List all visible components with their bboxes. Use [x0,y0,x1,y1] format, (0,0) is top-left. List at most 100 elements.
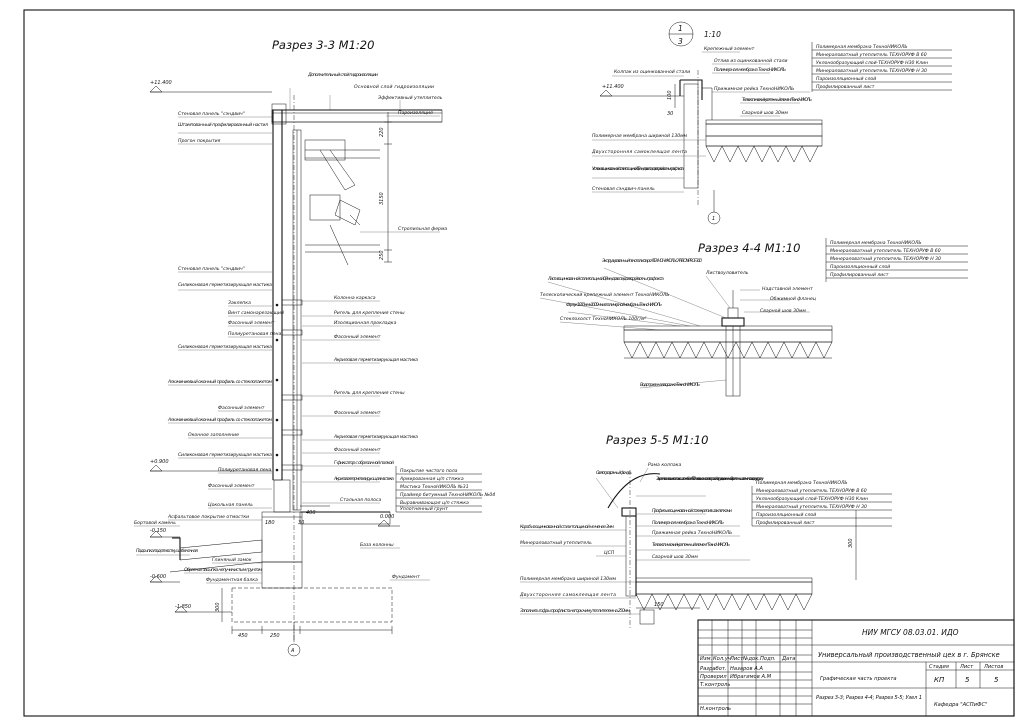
section-4-4: Разрез 4-4 М1:10 Экструзированный пенопо… [539,238,968,397]
floor-layer: Выравнивающая ц/п стяжка [400,500,469,506]
s55-layer: Уклонообразующий слой-ТЕХНОРУФ Н30 Клин [756,496,868,502]
tb-name: Ибрагимов А.М [730,674,772,680]
node1-layer: Профилированный лист [816,84,875,90]
s55-layer: Профилированный лист [756,520,815,526]
s44-callout: Экструзированный пенополистирол ТЕХНОНИК… [601,258,702,264]
tb-col-header: Подп. [760,656,776,662]
dim-30: 30 [298,520,304,526]
level-marks: +11.400 +0.900 0.000 -0.150 -0.600 -1.85… [149,80,400,613]
callout-3-3-right: Фасонный элемент [334,410,381,416]
callout-3-3-left: Силиконовая герметизирующая мастика [178,452,272,458]
parapet-wall [683,83,699,189]
floor-layer: Праймер битумный ТехноНИКОЛЬ №04 [400,492,495,498]
node1-callout: Полимерная мембрана шириной 130мм [592,133,688,139]
floor-layer: Уплотненный грунт [400,506,448,512]
callout-3-3-left: Подсыпка под отмостку щебеночная [136,548,198,554]
callout-3-3-left: Глиняный замок [212,557,252,563]
s44-layer: Минераловатный утеплитель ТЕХНОРУФ В 60 [830,248,941,254]
callout-3-3-left: Силиконовая герметизирующая мастика [178,282,272,288]
tb-col-header: Лист [729,656,744,662]
callout-3-3-right: Колонна каркаса [334,295,376,301]
s55-callout: Короб из оцинкованной стали толщиной не … [520,524,615,530]
s55-layer: Минераловатный утеплитель ТЕХНОРУФ В 60 [756,488,867,494]
s55-layer-table: Полимерная мембрана ТехноНИКОЛЬ Минерало… [751,480,892,527]
callout-3-3-right: База колонны [360,542,394,548]
wall-sandwich-panel [272,109,283,481]
s44-callout: Телескопический крепежный элемент ТехноН… [540,292,670,298]
axis-a-label: А [290,648,295,654]
tb-col-header: №док. [742,656,760,662]
dim-250-bottom: 250 [270,633,280,639]
level-0900: +0.900 [150,459,169,465]
node-1-detail: 1 3 1:10 1 +11.400 30 100 [591,21,952,225]
s44-callout: Обжимной фланец [770,296,816,302]
tb-role: Проверил [700,674,727,680]
callout-3-3-right: Ригель для крепления стены [334,310,405,316]
node1-layer: Минераловатный утеплитель ТЕХНОРУФ Н 30 [816,68,927,74]
callout-3-3-left: Стеновая панель "сэндвич" [178,111,245,117]
skylight-dome [607,473,661,509]
callout-3-3-right: Стальная полоса [340,497,381,503]
s55-callout: ЦСП [604,550,615,556]
callout-3-3-left: Фасонный элемент [228,320,275,326]
node1-callout: Прижимная рейка ТехноНИКОЛЬ [714,86,794,92]
s55-dim-150: 150 [654,602,664,608]
s55-callout: Полимерная мембрана ТехноНИКОЛЬ [652,520,724,526]
callout-3-3-right: Изоляционная прокладка [334,320,397,326]
node1-layer-table: Полимерная мембрана ТехноНИКОЛЬ Минерало… [811,42,952,92]
sheet-frame [23,9,1015,717]
s44-layer: Минераловатный утеплитель ТЕХНОРУФ Н 30 [830,256,941,262]
callout-3-3-left: Винт самонарезающий [228,310,284,316]
callout-3-3-right: Пароизоляция [398,110,433,116]
node1-layer: Полимерная мембрана ТехноНИКОЛЬ [816,44,908,50]
node-level: +11.400 [602,84,624,90]
tb-role: Т.контроль [700,682,730,688]
tb-org: Кафедра "АСПиФС" [934,702,988,708]
node1-callout: Колпак из оцинкованной стали [614,69,690,75]
callout-3-3-right: Ригель для крепления стены [334,390,405,396]
level-0000: 0.000 [380,514,394,520]
tb-role: Н.контроль [700,706,731,712]
node-dim-30: 30 [667,111,673,117]
callout-3-3-left: Заклепка [228,300,251,306]
callout-3-3-left: Полиуретановая пена [228,331,282,337]
callout-3-3-left: Фасонный элемент [208,483,255,489]
callout-3-3-left: Алюминиевый оконный профиль со стеклопак… [167,417,273,423]
s44-callout: Стеклохолст ТехноНИКОЛЬ 100г/м² [560,316,647,322]
s44-callout: Листвоуловитель [705,270,749,276]
section-5-5-title: Разрез 5-5 М1:10 [606,433,708,447]
node1-callout: Сварной шов 30мм [742,110,788,116]
callout-3-3-right: Фасонный элемент [334,334,381,340]
s44-callout: Лист из оцинкованной стали толщиной 0,8м… [547,276,664,282]
axis-1-label: 1 [712,216,715,222]
tb-col-header: Дата [781,656,795,662]
callout-3-3-left: Оконное заполнение [188,432,239,438]
floor-buildup-table: Покрытие чистого пола Армированная ц/п с… [395,466,495,513]
dim-180: 180 [265,520,275,526]
node1-layer: Уклонообразующий слой-ТЕХНОРУФ Н30 Клин [816,60,928,66]
foundation [231,587,393,623]
roof-truss [305,149,380,266]
tb-project: Универсальный производственный цех в г. … [818,651,1000,659]
s44-callout: Водоприемная воронка ТехноНИКОЛЬ [640,382,700,388]
tb-sheet-header: Лист [959,664,974,670]
callout-3-3-left: Стеновая панель "сэндвич" [178,266,245,272]
level-11400: +11.400 [150,80,172,86]
node1-callout: Крепежный элемент [704,46,755,52]
tb-part: Графическая часть проекта [820,676,897,682]
callout-3-3-left: Силиконовая герметизирующая мастика [178,344,272,350]
level-minus-1850: -1.850 [175,604,191,610]
node-scale: 1:10 [704,30,721,39]
floor-layer: Мастика ТехноНИКОЛЬ №31 [400,484,469,490]
dim-250-top: 250 [379,250,385,260]
tb-code: НИУ МГСУ 08.03.01. ИДО [862,628,959,637]
callout-3-3-right: Акриловая герметизирующая мастика [333,357,418,363]
s55-callout: Закрепить основание колпака с шагом не б… [656,476,764,482]
callout-3-3-right: Акриловая герметизирующая мастика [333,476,394,482]
level-minus-0150: -0.150 [150,528,166,534]
callout-3-3-left: Прогон покрытия [178,138,221,144]
node1-callout: Отлив из оцинкованной стали [714,58,788,64]
s55-layer: Полимерная мембрана ТехноНИКОЛЬ [756,480,848,486]
s55-callout: Профиль из оцинкованной стали крепить за… [652,508,732,514]
